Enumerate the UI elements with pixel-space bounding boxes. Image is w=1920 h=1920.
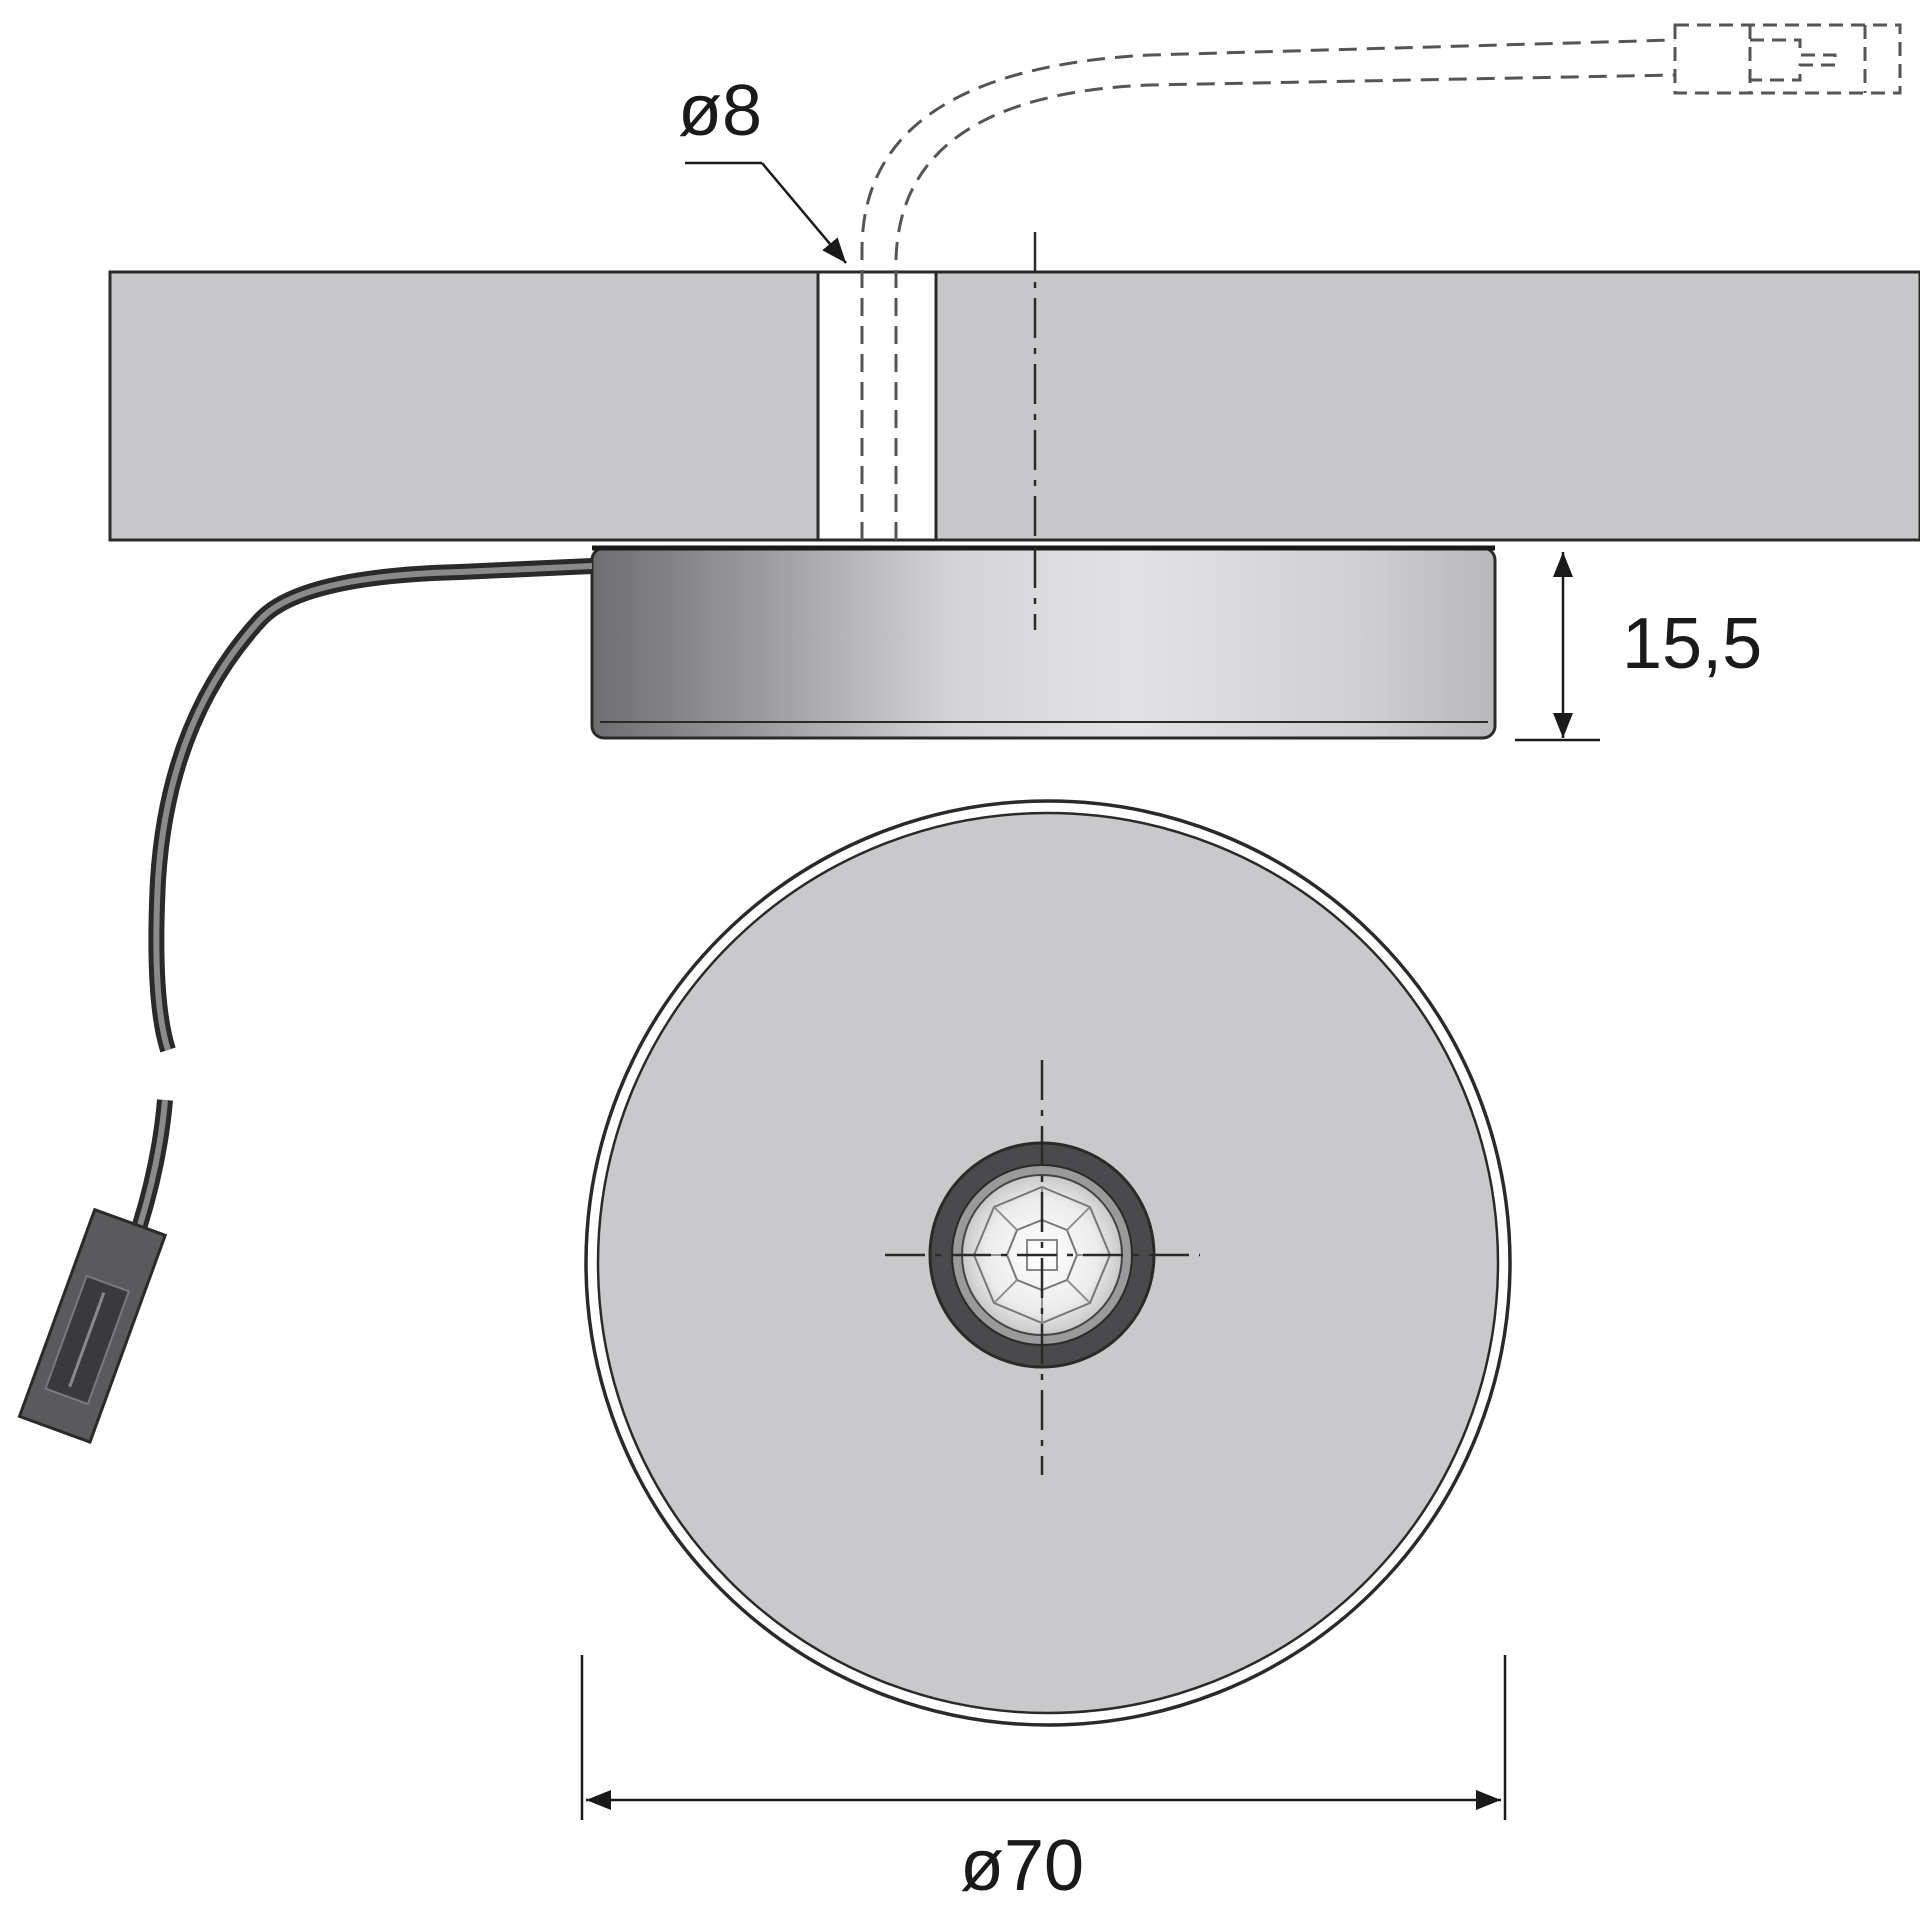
sensor-cable	[132, 558, 593, 1228]
mounting-panel	[108, 270, 1920, 542]
hidden-cable	[860, 38, 1676, 540]
height-label: 15,5	[1622, 604, 1762, 684]
dimension-diameter: ø70	[580, 1655, 1507, 1906]
dimension-height: 15,5	[1515, 552, 1762, 742]
plug-connector	[17, 1207, 168, 1444]
hole-diameter-label: ø8	[678, 71, 762, 151]
center-cross-front	[885, 1060, 1200, 1475]
dimension-hole-diameter: ø8	[678, 71, 847, 264]
drill-hole	[816, 270, 938, 542]
diameter-label: ø70	[960, 1826, 1084, 1906]
sensor-side-view	[590, 545, 1497, 740]
hidden-connector	[1673, 23, 1902, 95]
